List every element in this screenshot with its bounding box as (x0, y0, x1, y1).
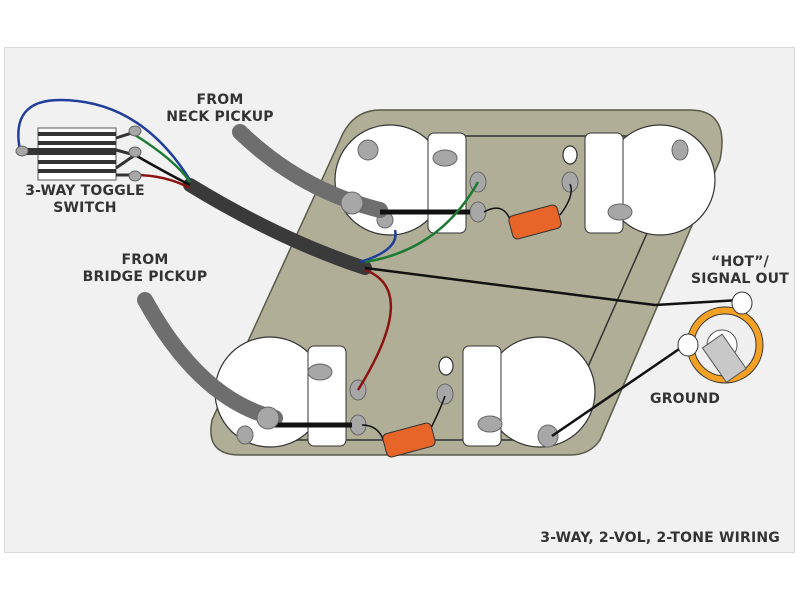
output-jack (677, 291, 764, 384)
toggle-switch-label-line2: SWITCH (53, 200, 117, 216)
bridge-pickup-ground-lug (256, 406, 280, 430)
bridge-pickup-label: FROM BRIDGE PICKUP (60, 252, 230, 286)
switch-cable (183, 178, 372, 275)
bridge-volume-pot (214, 336, 347, 448)
neck-tone-pot (584, 124, 716, 236)
bridge-pickup-cable (137, 292, 283, 426)
signal-out-label-line1: “HOT”/ (711, 254, 769, 270)
bridge-pickup-label-line2: BRIDGE PICKUP (82, 269, 208, 285)
bridge-pickup-label-line1: FROM (121, 252, 169, 268)
signal-out-label-line2: SIGNAL OUT (691, 271, 789, 287)
diagram-title: 3-WAY, 2-VOL, 2-TONE WIRING (540, 530, 780, 546)
ground-label: GROUND (650, 391, 721, 407)
neck-pickup-label-line2: NECK PICKUP (166, 109, 274, 125)
bridge-tone-capacitor (361, 395, 446, 458)
output-hot-wire (364, 266, 741, 307)
unused-lugs (438, 145, 578, 376)
toggle-switch-label-line1: 3-WAY TOGGLE (25, 183, 145, 199)
toggle-switch-label: 3-WAY TOGGLE SWITCH (10, 183, 160, 217)
signal-out-label: “HOT”/ SIGNAL OUT (690, 254, 790, 288)
green-wire (134, 133, 480, 264)
neck-pickup-label-line1: FROM (196, 92, 244, 108)
black-wire-switch (134, 153, 191, 187)
blue-wire (17, 98, 397, 264)
neck-pickup-label: FROM NECK PICKUP (150, 92, 290, 126)
output-ground-wire (551, 343, 686, 438)
neck-tone-capacitor (483, 183, 572, 240)
neck-pickup-ground-lug (340, 191, 364, 215)
neck-volume-pot (334, 124, 467, 236)
toggle-switch (15, 125, 142, 182)
